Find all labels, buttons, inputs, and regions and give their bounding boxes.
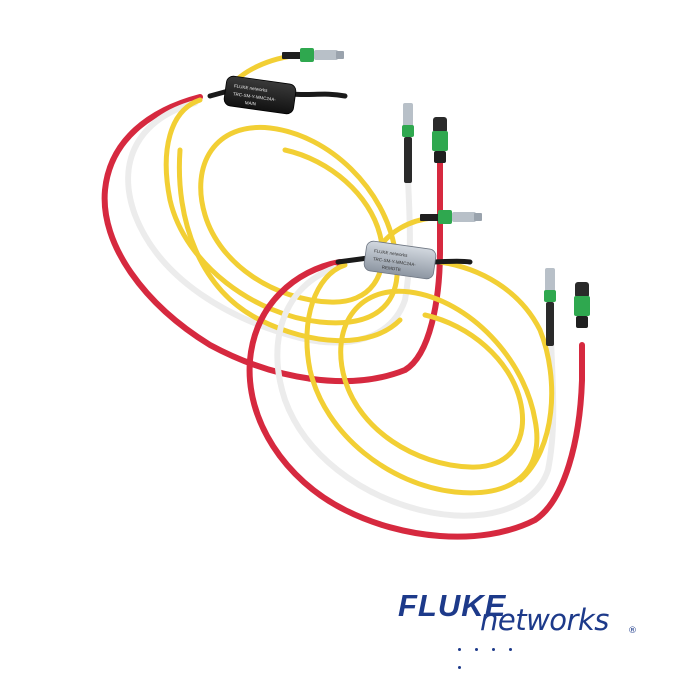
label-model: TRC-SM-Y-MMC24A- [373,256,417,267]
lc-connector-right [402,103,414,183]
black-lead [289,91,348,99]
splitter-body-main: FLUKE networks TRC-SM-Y-MMC24A- MAIN [223,75,297,115]
white-fiber [274,265,557,519]
red-fiber [101,94,443,385]
splitter-body-remote: FLUKE networks TRC-SM-Y-MMC24A- REMOTE [363,240,437,280]
mpo-connector-right [432,117,448,163]
yellow-fiber-loop [437,259,555,483]
brand-subword: networks [480,603,609,637]
registered-mark: ® [628,626,637,636]
trace-cord-remote: FLUKE networks TRC-SM-Y-MMC24A- REMOTE [246,210,590,540]
black-lead [427,258,473,265]
label-role: MAIN [244,100,256,107]
brand-dots [458,638,538,669]
mpo-connector-right [574,282,590,328]
lc-connector-top [420,210,482,224]
label-brand: FLUKE networks [234,83,269,93]
lc-connector-right [544,268,556,346]
label-brand: FLUKE networks [374,248,409,258]
trace-cord-main: FLUKE networks TRC-SM-Y-MMC24A- MAIN [101,48,448,385]
red-fiber [246,259,585,540]
label-role: REMOTE [381,265,401,273]
brand-wordmark: FLUKE [398,588,507,623]
yellow-fiber [304,262,540,496]
black-lead-2 [335,255,371,265]
fluke-networks-logo: FLUKE networks ® [398,588,648,669]
label-model: TRC-SM-Y-MMC24A- [233,91,277,102]
lc-connector-top [282,48,344,62]
